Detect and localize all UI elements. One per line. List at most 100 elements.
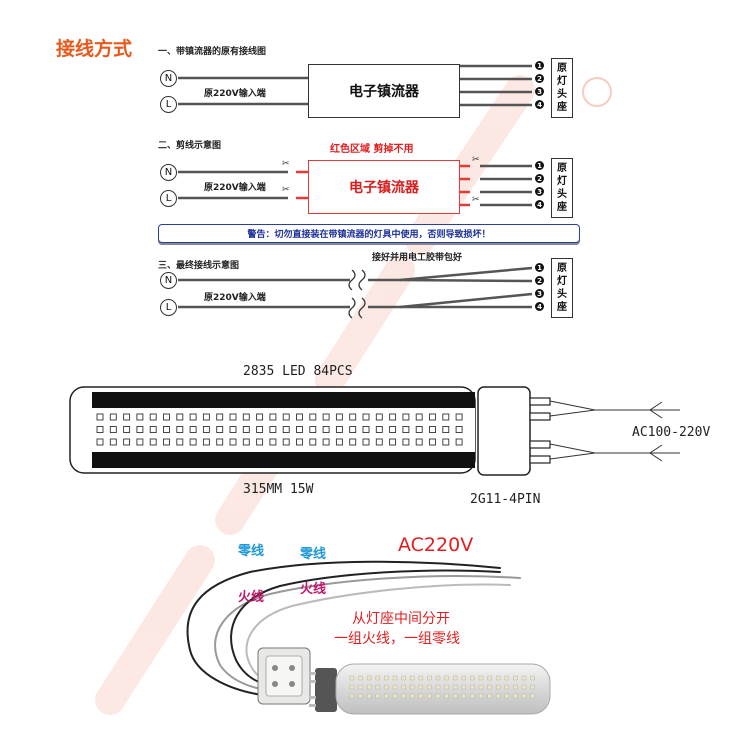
neutral-label-1: 零线 [238,544,265,559]
photo-led-chip [401,693,406,699]
warning-banner: 警告：切勿直接装在带镇流器的灯具中使用，否则导致损坏！ [158,224,580,243]
pin-4: 4 [535,100,544,109]
tape-note: 接好并用电工胶带包好 [372,253,463,263]
photo-led-chip [435,693,441,699]
led-chip [269,413,277,421]
led-chip [163,438,170,446]
led-chip [296,438,303,446]
photo-led-chip [461,693,467,699]
seat-char: 原 [557,63,567,74]
led-chip [176,413,184,421]
base-type-label: 2G11-4PIN [470,492,541,507]
photo-led-chip [392,693,398,699]
photo-led-chip [358,684,363,690]
photo-led-chip [444,684,449,690]
pin-2: 2 [535,174,544,183]
live-label-2: 火线 [300,582,327,597]
photo-led-chip [452,675,458,681]
photo-led-chip [452,693,458,699]
seat-char: 原 [557,163,567,174]
led-chip [375,426,383,433]
pin-3: 3 [535,289,544,298]
photo-led-chip [392,675,398,681]
pin-2: 2 [535,74,544,83]
led-chip [349,426,357,433]
photo-led-chip [418,675,424,681]
led-chip [202,426,210,433]
size-power-label: 315MM 15W [243,482,314,497]
led-chip [269,438,277,446]
photo-led-chip [358,693,363,699]
led-chip [442,413,450,421]
pin-2: 2 [535,276,544,285]
cut-note: 红色区域 剪掉不用 [330,144,414,155]
led-chip [362,426,370,433]
seat-char: 头 [557,289,567,300]
led-chip [375,413,383,421]
section3-heading: 三、最终接线示意图 [158,261,240,271]
photo-led-chip [495,693,501,699]
caption-line-2: 一组火线，一组零线 [334,631,460,647]
photo-led-chip [349,684,355,690]
led-chip [163,413,170,421]
led-chip [123,413,131,421]
photo-led-chip [530,684,535,690]
led-chip [429,438,436,446]
input-label: 原220V输入端 [204,293,266,303]
svg-text:✂: ✂ [472,195,480,205]
led-chip [216,438,224,446]
led-chip [362,413,370,421]
led-chip [349,413,357,421]
led-chip [335,438,343,446]
led-chip [136,413,144,421]
photo-led-chip [487,675,492,681]
photo-led-chip [409,675,415,681]
photo-led-chip [427,684,432,690]
lamp-holder: 原 灯 头 座 [551,258,573,318]
section1-heading: 一、带镇流器的原有接线图 [158,47,267,57]
photo-led-chip [375,675,381,681]
led-chip [242,438,250,446]
photo-led-chip [427,693,432,699]
svg-text:✂: ✂ [282,185,290,195]
svg-text:✂: ✂ [282,159,290,169]
led-chip [389,426,397,433]
neutral-terminal: N [160,272,177,289]
photo-led-chip [435,675,441,681]
led-chip [389,413,397,421]
photo-led-chip [375,693,381,699]
led-chip [296,413,303,421]
photo-led-chip [504,693,510,699]
led-chip [309,438,317,446]
pin-3: 3 [535,187,544,196]
photo-led-chip [513,684,518,690]
section2-heading: 二、剪线示意图 [158,141,222,151]
neutral-label-2: 零线 [300,547,327,562]
led-chip [96,426,104,433]
neutral-terminal: N [160,70,177,87]
led-chip [256,426,264,433]
photo-led-chip [478,684,484,690]
photo-led-chip [392,684,398,690]
photo-led-chip [478,675,484,681]
led-chip [322,426,330,433]
photo-led-chip [366,693,372,699]
pin-4: 4 [535,302,544,311]
led-chip [389,438,397,446]
led-chip [415,413,423,421]
pin-3: 3 [535,87,544,96]
seat-char: 灯 [557,76,567,87]
led-chip [442,438,450,446]
led-chip [229,413,237,421]
led-chip [216,413,224,421]
led-chip [455,413,463,421]
led-chip [322,413,330,421]
led-chip [442,426,450,433]
led-chip [163,426,170,433]
led-chip [229,438,237,446]
photo-led-chip [384,675,389,681]
led-chip [149,438,157,446]
photo-led-chip [444,675,449,681]
